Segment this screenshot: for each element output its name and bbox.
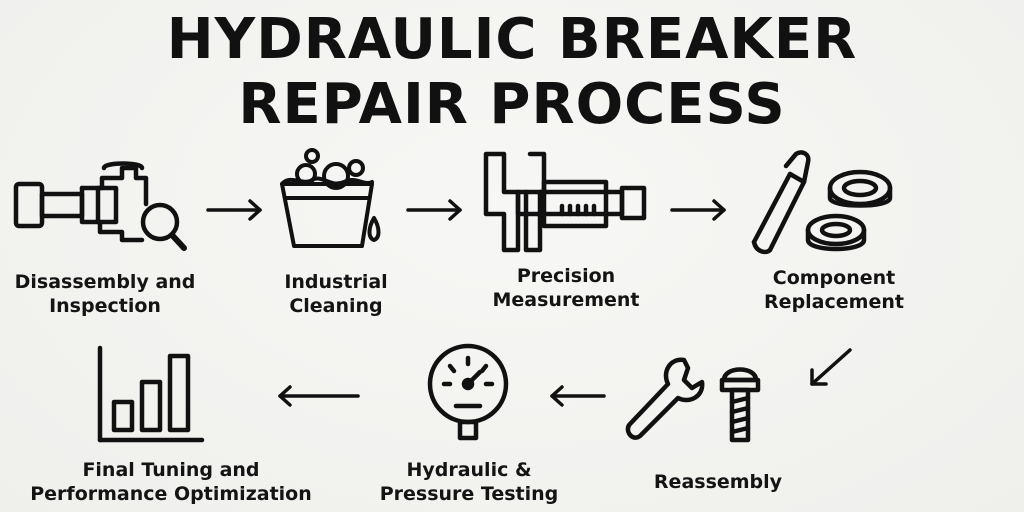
arrow-left-icon bbox=[548, 384, 606, 408]
step-5-label: Reassembly bbox=[628, 470, 808, 494]
step-2-label: Industrial Cleaning bbox=[246, 270, 426, 318]
title-line-1: HYDRAULIC BREAKER bbox=[166, 7, 858, 72]
bar-chart-icon bbox=[96, 345, 206, 444]
step-7-label-line-2: Performance Optimization bbox=[30, 483, 312, 505]
step-4-label: Component Replacement bbox=[736, 266, 932, 314]
step-7-label-line-1: Final Tuning and bbox=[82, 459, 260, 481]
arrow-right-icon bbox=[206, 198, 264, 222]
step-7-label: Final Tuning and Performance Optimizatio… bbox=[16, 458, 326, 506]
step-1-label-line-1: Disassembly and bbox=[14, 271, 196, 293]
step-6-label-line-2: Pressure Testing bbox=[379, 483, 559, 505]
step-1-label: Disassembly and Inspection bbox=[0, 270, 210, 318]
step-4-label-line-1: Component bbox=[772, 267, 896, 289]
step-6-label-line-1: Hydraulic & bbox=[406, 459, 532, 481]
step-2-label-line-1: Industrial bbox=[284, 271, 388, 293]
step-3-label-line-1: Precision bbox=[516, 265, 616, 287]
cleaning-bucket-icon bbox=[276, 146, 386, 254]
step-3-label-line-2: Measurement bbox=[492, 289, 640, 311]
arrow-down-left-icon bbox=[806, 346, 856, 390]
step-6-label: Hydraulic & Pressure Testing bbox=[374, 458, 564, 506]
caliper-icon bbox=[482, 151, 648, 256]
step-2-label-line-2: Cleaning bbox=[289, 295, 383, 317]
step-5-label-line-1: Reassembly bbox=[653, 471, 783, 493]
wrench-bolt-icon bbox=[624, 350, 774, 450]
pressure-gauge-icon bbox=[424, 343, 514, 444]
step-1-label-line-2: Inspection bbox=[49, 295, 161, 317]
step-3-label: Precision Measurement bbox=[466, 264, 666, 312]
seals-components-icon bbox=[744, 150, 896, 258]
step-4-label-line-2: Replacement bbox=[764, 291, 904, 313]
arrow-right-icon bbox=[406, 198, 464, 222]
arrow-right-icon bbox=[670, 198, 728, 222]
title-line-2: REPAIR PROCESS bbox=[238, 72, 786, 137]
disassembly-inspection-icon bbox=[12, 160, 192, 260]
arrow-left-icon bbox=[276, 384, 360, 408]
